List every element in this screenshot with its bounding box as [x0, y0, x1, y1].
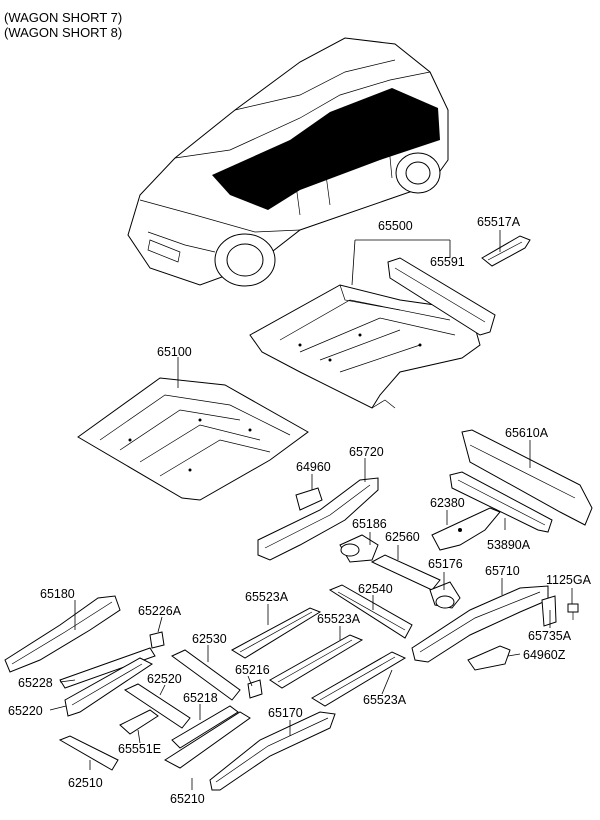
label-65176: 65176	[428, 557, 463, 571]
label-64960Z: 64960Z	[523, 648, 566, 662]
label-62510: 62510	[68, 776, 103, 790]
label-65226A: 65226A	[138, 604, 182, 618]
part-62540-crossmember	[328, 584, 413, 639]
label-65591: 65591	[430, 255, 465, 269]
label-53890A: 53890A	[487, 538, 531, 552]
label-62520: 62520	[147, 672, 182, 686]
label-65523A-3: 65523A	[363, 693, 407, 707]
part-65226A-bracket	[149, 631, 165, 649]
part-62530-member	[171, 649, 241, 701]
part-64960-bracket	[295, 487, 323, 511]
part-62560-member	[370, 554, 441, 591]
label-65218: 65218	[183, 691, 218, 705]
part-65610A-side-member	[461, 429, 593, 526]
label-65523A-1: 65523A	[245, 590, 289, 604]
part-65591-crossmember	[387, 257, 496, 336]
label-65210: 65210	[170, 792, 205, 806]
part-labels: 65500 65517A 65591 65100 65610A 64960 65…	[8, 215, 592, 806]
part-65710-side-member	[411, 585, 549, 663]
label-65100: 65100	[157, 345, 192, 359]
label-65186: 65186	[352, 517, 387, 531]
part-65180-side-member	[4, 595, 121, 673]
vehicle-illustration	[127, 37, 449, 287]
part-62520-member	[123, 683, 191, 729]
part-65216-bracket	[247, 679, 263, 699]
part-65210-member	[164, 711, 251, 769]
part-65523A-middle	[269, 634, 364, 689]
part-65551E-bracket	[119, 709, 159, 735]
part-65500-rear-floor	[249, 284, 481, 409]
part-65100-front-floor	[77, 377, 309, 501]
label-65216: 65216	[235, 663, 270, 677]
model-line-2: (WAGON SHORT 8)	[4, 25, 123, 40]
label-62530: 62530	[192, 632, 227, 646]
part-62510-member	[58, 735, 119, 771]
label-65228: 65228	[18, 676, 53, 690]
part-65218-member	[171, 705, 239, 749]
part-64960Z-bracket	[467, 645, 511, 671]
label-64960: 64960	[296, 460, 331, 474]
label-65517A: 65517A	[477, 215, 521, 229]
leader-lines	[49, 230, 573, 790]
label-65500: 65500	[378, 219, 413, 233]
label-65610A: 65610A	[505, 426, 549, 440]
model-line-1: (WAGON SHORT 7)	[4, 10, 123, 25]
label-65720: 65720	[349, 445, 384, 459]
part-1125GA-bolt	[567, 603, 579, 620]
part-65228-member	[59, 647, 156, 689]
label-65523A-2: 65523A	[317, 612, 361, 626]
part-62380-bracket	[431, 507, 501, 551]
part-53890A-member	[449, 471, 553, 533]
label-65710: 65710	[485, 564, 520, 578]
part-65176-bracket	[429, 581, 461, 609]
label-62380: 62380	[430, 496, 465, 510]
part-65720-side-member	[257, 477, 379, 561]
part-65517A-bracket	[481, 235, 531, 267]
part-65186-support	[339, 534, 379, 563]
part-65170-side-member	[209, 711, 336, 791]
label-62560: 62560	[385, 530, 420, 544]
label-62540: 62540	[358, 582, 393, 596]
label-65180: 65180	[40, 587, 75, 601]
label-65220: 65220	[8, 704, 43, 718]
part-65523A-lower	[311, 651, 407, 707]
part-65735A-bracket	[541, 595, 557, 627]
label-65735A: 65735A	[528, 629, 572, 643]
label-1125GA: 1125GA	[546, 573, 592, 587]
part-65220-member	[64, 657, 153, 717]
label-65551E: 65551E	[118, 742, 161, 756]
part-65523A-upper	[230, 607, 322, 659]
label-65170: 65170	[268, 706, 303, 720]
